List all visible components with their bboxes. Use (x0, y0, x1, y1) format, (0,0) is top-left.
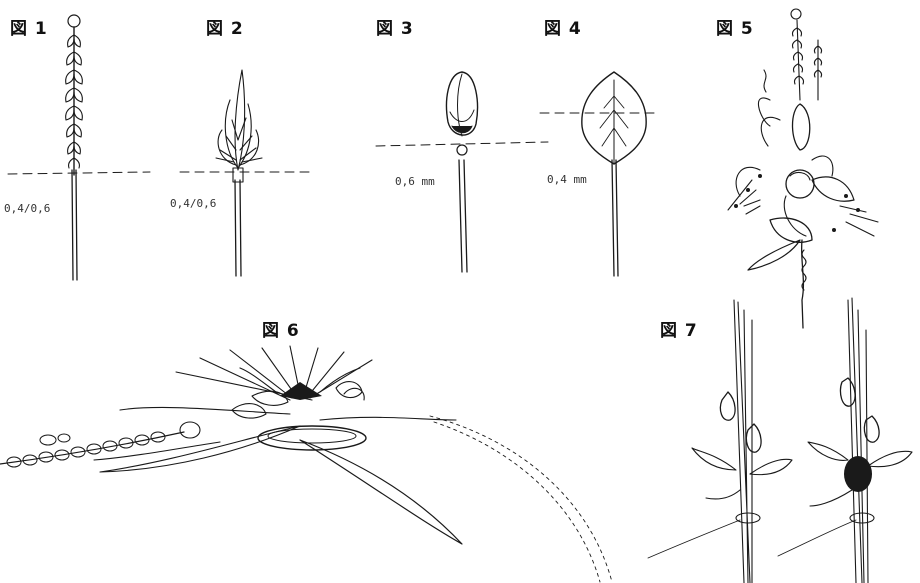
figure-3-bud (376, 72, 548, 272)
figure-2-plume (180, 70, 310, 276)
figure-7-bud-bundles (648, 298, 912, 583)
figure-5-corsage (728, 9, 878, 328)
figure-6-arrangement (0, 346, 612, 582)
figure-4-leaf (540, 72, 656, 276)
figure-1-wheat-ear (8, 15, 150, 280)
